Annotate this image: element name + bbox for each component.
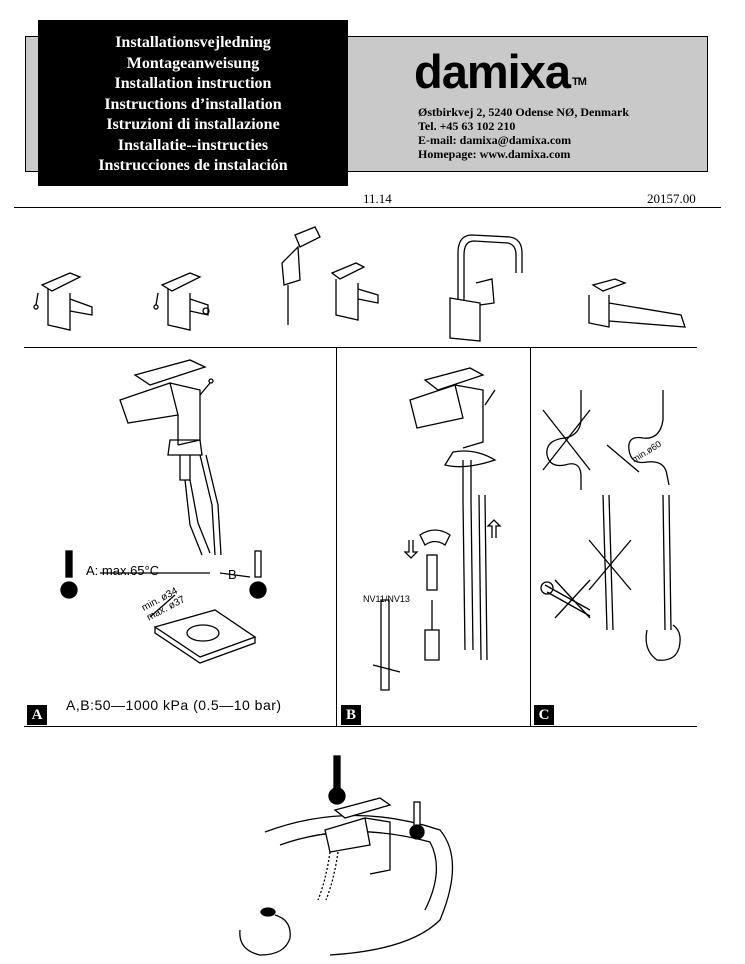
temp-label-b: B: [228, 567, 237, 582]
contact-info: Østbirkvej 2, 5240 Odense NØ, Denmark Te…: [418, 105, 629, 161]
title-nl: Installatie--instructies: [117, 136, 269, 154]
panel-c-illustration: [540, 390, 681, 661]
address: Østbirkvej 2, 5240 Odense NØ, Denmark: [418, 105, 629, 119]
section-label-b: B: [341, 705, 361, 725]
section-label-c: C: [534, 705, 554, 725]
variants-divider: [24, 347, 697, 348]
panel-divider-ab: [336, 347, 337, 727]
faucet-handshower-icon: [281, 226, 379, 325]
panel-divider-bc: [530, 347, 531, 727]
usage-illustration: [239, 755, 454, 956]
section-label-a: A: [27, 705, 47, 725]
homepage: Homepage: www.damixa.com: [418, 147, 571, 161]
product-variants: [33, 226, 686, 342]
email: E-mail: damixa@damixa.com: [418, 133, 572, 147]
pressure-range: A,B:50—1000 kPa (0.5—10 bar): [66, 697, 282, 713]
title-de: Montageanweisung: [126, 54, 260, 72]
panel-a-illustration: [60, 359, 267, 664]
brand-name: damixa: [414, 45, 571, 98]
title-it: Istruzioni di installazione: [106, 116, 280, 133]
title-fr: Instructions d’installation: [104, 95, 282, 113]
tool-label: NV11/NV13: [363, 594, 410, 604]
faucet-basin-icon: [33, 272, 93, 331]
header-divider: [14, 207, 721, 208]
temp-label-a: A: max.65°C: [86, 563, 160, 578]
doc-date: 11.14: [363, 191, 392, 206]
title-panel: Installationsvejledning Montageanweisung…: [38, 20, 348, 186]
panels-bottom-divider: [24, 726, 697, 727]
title-da: Installationsvejledning: [115, 34, 271, 51]
faucet-kitchen-icon: [449, 234, 523, 342]
telephone: Tel. +45 63 102 210: [418, 119, 516, 133]
title-en: Installation instruction: [114, 75, 272, 92]
doc-number: 20157.00: [647, 191, 696, 206]
faucet-wall-icon: [588, 278, 686, 328]
panel-b-illustration: [372, 367, 502, 691]
title-es: Instrucciones de instalación: [98, 157, 288, 174]
faucet-bidet-icon: [153, 272, 210, 331]
trademark: TM: [571, 76, 587, 88]
